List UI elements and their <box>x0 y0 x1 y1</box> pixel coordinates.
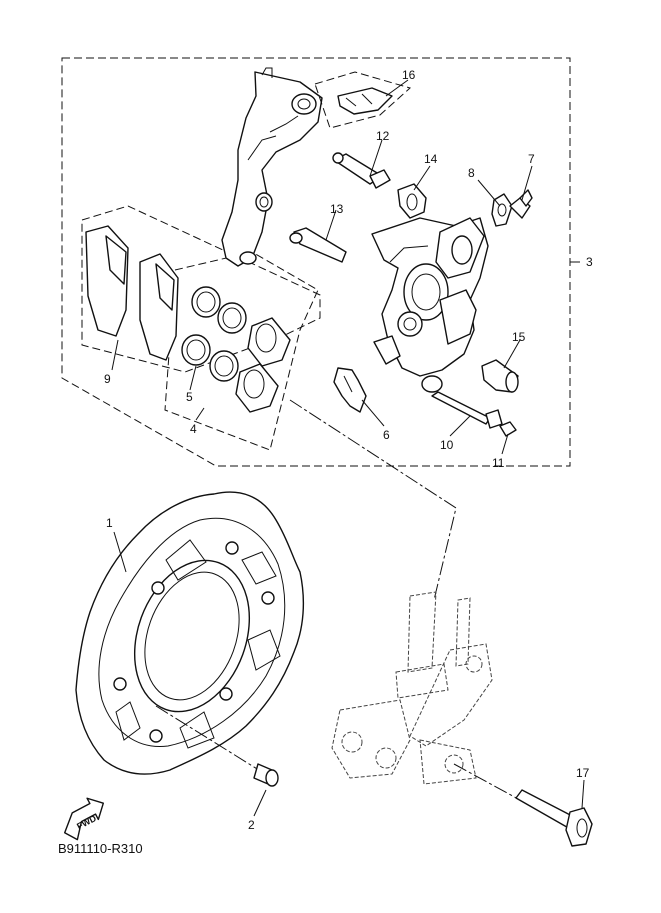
callout-17: 17 <box>576 766 590 780</box>
callout-3: 3 <box>586 255 593 269</box>
pad-pin-10 <box>431 391 503 429</box>
callout-9: 9 <box>104 372 111 386</box>
disc-bolt-2 <box>155 705 279 787</box>
callout-14: 14 <box>424 152 438 166</box>
callout-12: 12 <box>376 129 390 143</box>
caliper-assembly-boundary <box>61 57 571 467</box>
pad-spring-16 <box>314 71 412 129</box>
piston-seals-5 <box>181 286 247 382</box>
callout-16: 16 <box>402 68 416 82</box>
sleeve-15 <box>481 359 519 393</box>
callout-5: 5 <box>186 390 193 404</box>
callout-2: 2 <box>248 818 255 832</box>
leader-lines <box>111 79 585 817</box>
plug-11 <box>499 421 517 437</box>
assembly-centerline <box>289 399 457 601</box>
callout-8: 8 <box>468 166 475 180</box>
slide-pin-13 <box>289 227 347 263</box>
front-fork-reference <box>331 591 493 785</box>
callout-10: 10 <box>440 438 454 452</box>
bracket-bolt-17 <box>453 763 593 847</box>
pad-support-6 <box>333 367 367 413</box>
forward-arrow-icon: FWD <box>63 797 105 841</box>
pin-boot-14 <box>397 183 427 219</box>
drawing-code: B911110-R310 <box>58 841 143 856</box>
callout-1: 1 <box>106 516 113 530</box>
pistons <box>235 317 291 413</box>
callout-6: 6 <box>383 428 390 442</box>
bleed-screw-7 <box>509 189 533 219</box>
slide-pin-12 <box>332 152 391 189</box>
caliper-body <box>371 217 489 393</box>
callout-7: 7 <box>528 152 535 166</box>
callout-13: 13 <box>330 202 344 216</box>
callout-4: 4 <box>190 422 197 436</box>
callout-15: 15 <box>512 330 526 344</box>
callout-11: 11 <box>492 456 505 470</box>
pad-kit-boundary <box>81 205 321 373</box>
brake-pads-9 <box>85 225 179 361</box>
clip-8 <box>491 193 513 227</box>
caliper-bracket <box>221 67 323 267</box>
brake-disc-1 <box>75 491 305 775</box>
